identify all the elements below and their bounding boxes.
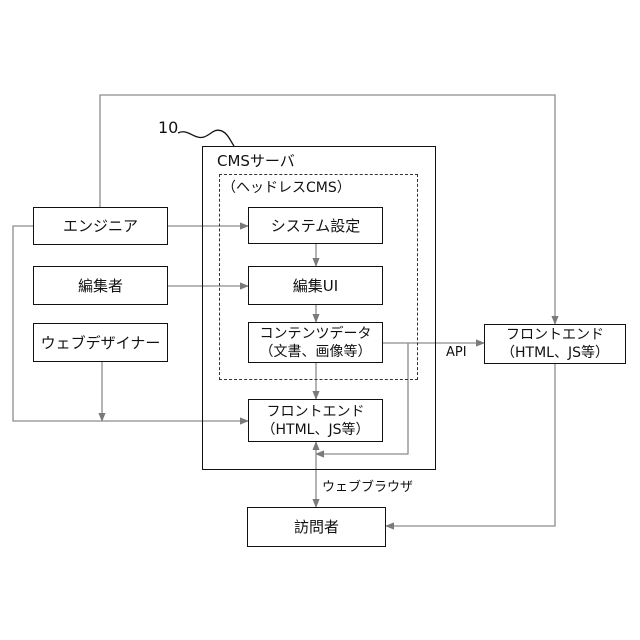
- external-frontend-label: フロントエンド: [506, 326, 604, 344]
- edit-ui-label: 編集UI: [293, 276, 338, 296]
- internal-frontend-box: フロントエンド （HTML、JS等）: [248, 399, 383, 442]
- editor-label: 編集者: [78, 276, 123, 296]
- headless-cms-title: （ヘッドレスCMS）: [222, 177, 351, 197]
- api-label: API: [446, 345, 467, 360]
- engineer-box: エンジニア: [33, 207, 168, 245]
- internal-frontend-sublabel: （HTML、JS等）: [262, 421, 370, 439]
- system-settings-box: システム設定: [248, 207, 383, 244]
- web-browser-label: ウェブブラウザ: [322, 476, 413, 495]
- content-data-sublabel: （文書、画像等）: [260, 343, 372, 361]
- engineer-label: エンジニア: [63, 216, 138, 236]
- content-data-label: コンテンツデータ: [260, 325, 372, 343]
- content-data-box: コンテンツデータ （文書、画像等）: [248, 322, 383, 363]
- visitor-label: 訪問者: [294, 517, 339, 537]
- external-frontend-sublabel: （HTML、JS等）: [501, 344, 609, 362]
- internal-frontend-label: フロントエンド: [267, 403, 365, 421]
- editor-box: 編集者: [33, 266, 168, 305]
- reference-number: 10: [158, 118, 178, 137]
- web-designer-box: ウェブデザイナー: [33, 323, 168, 362]
- external-frontend-box: フロントエンド （HTML、JS等）: [484, 324, 626, 364]
- system-settings-label: システム設定: [271, 216, 361, 236]
- web-designer-label: ウェブデザイナー: [41, 333, 161, 353]
- cms-server-title: CMSサーバ: [217, 150, 295, 171]
- reference-leader-line: [178, 130, 234, 146]
- visitor-box: 訪問者: [247, 507, 386, 547]
- edit-ui-box: 編集UI: [248, 266, 383, 305]
